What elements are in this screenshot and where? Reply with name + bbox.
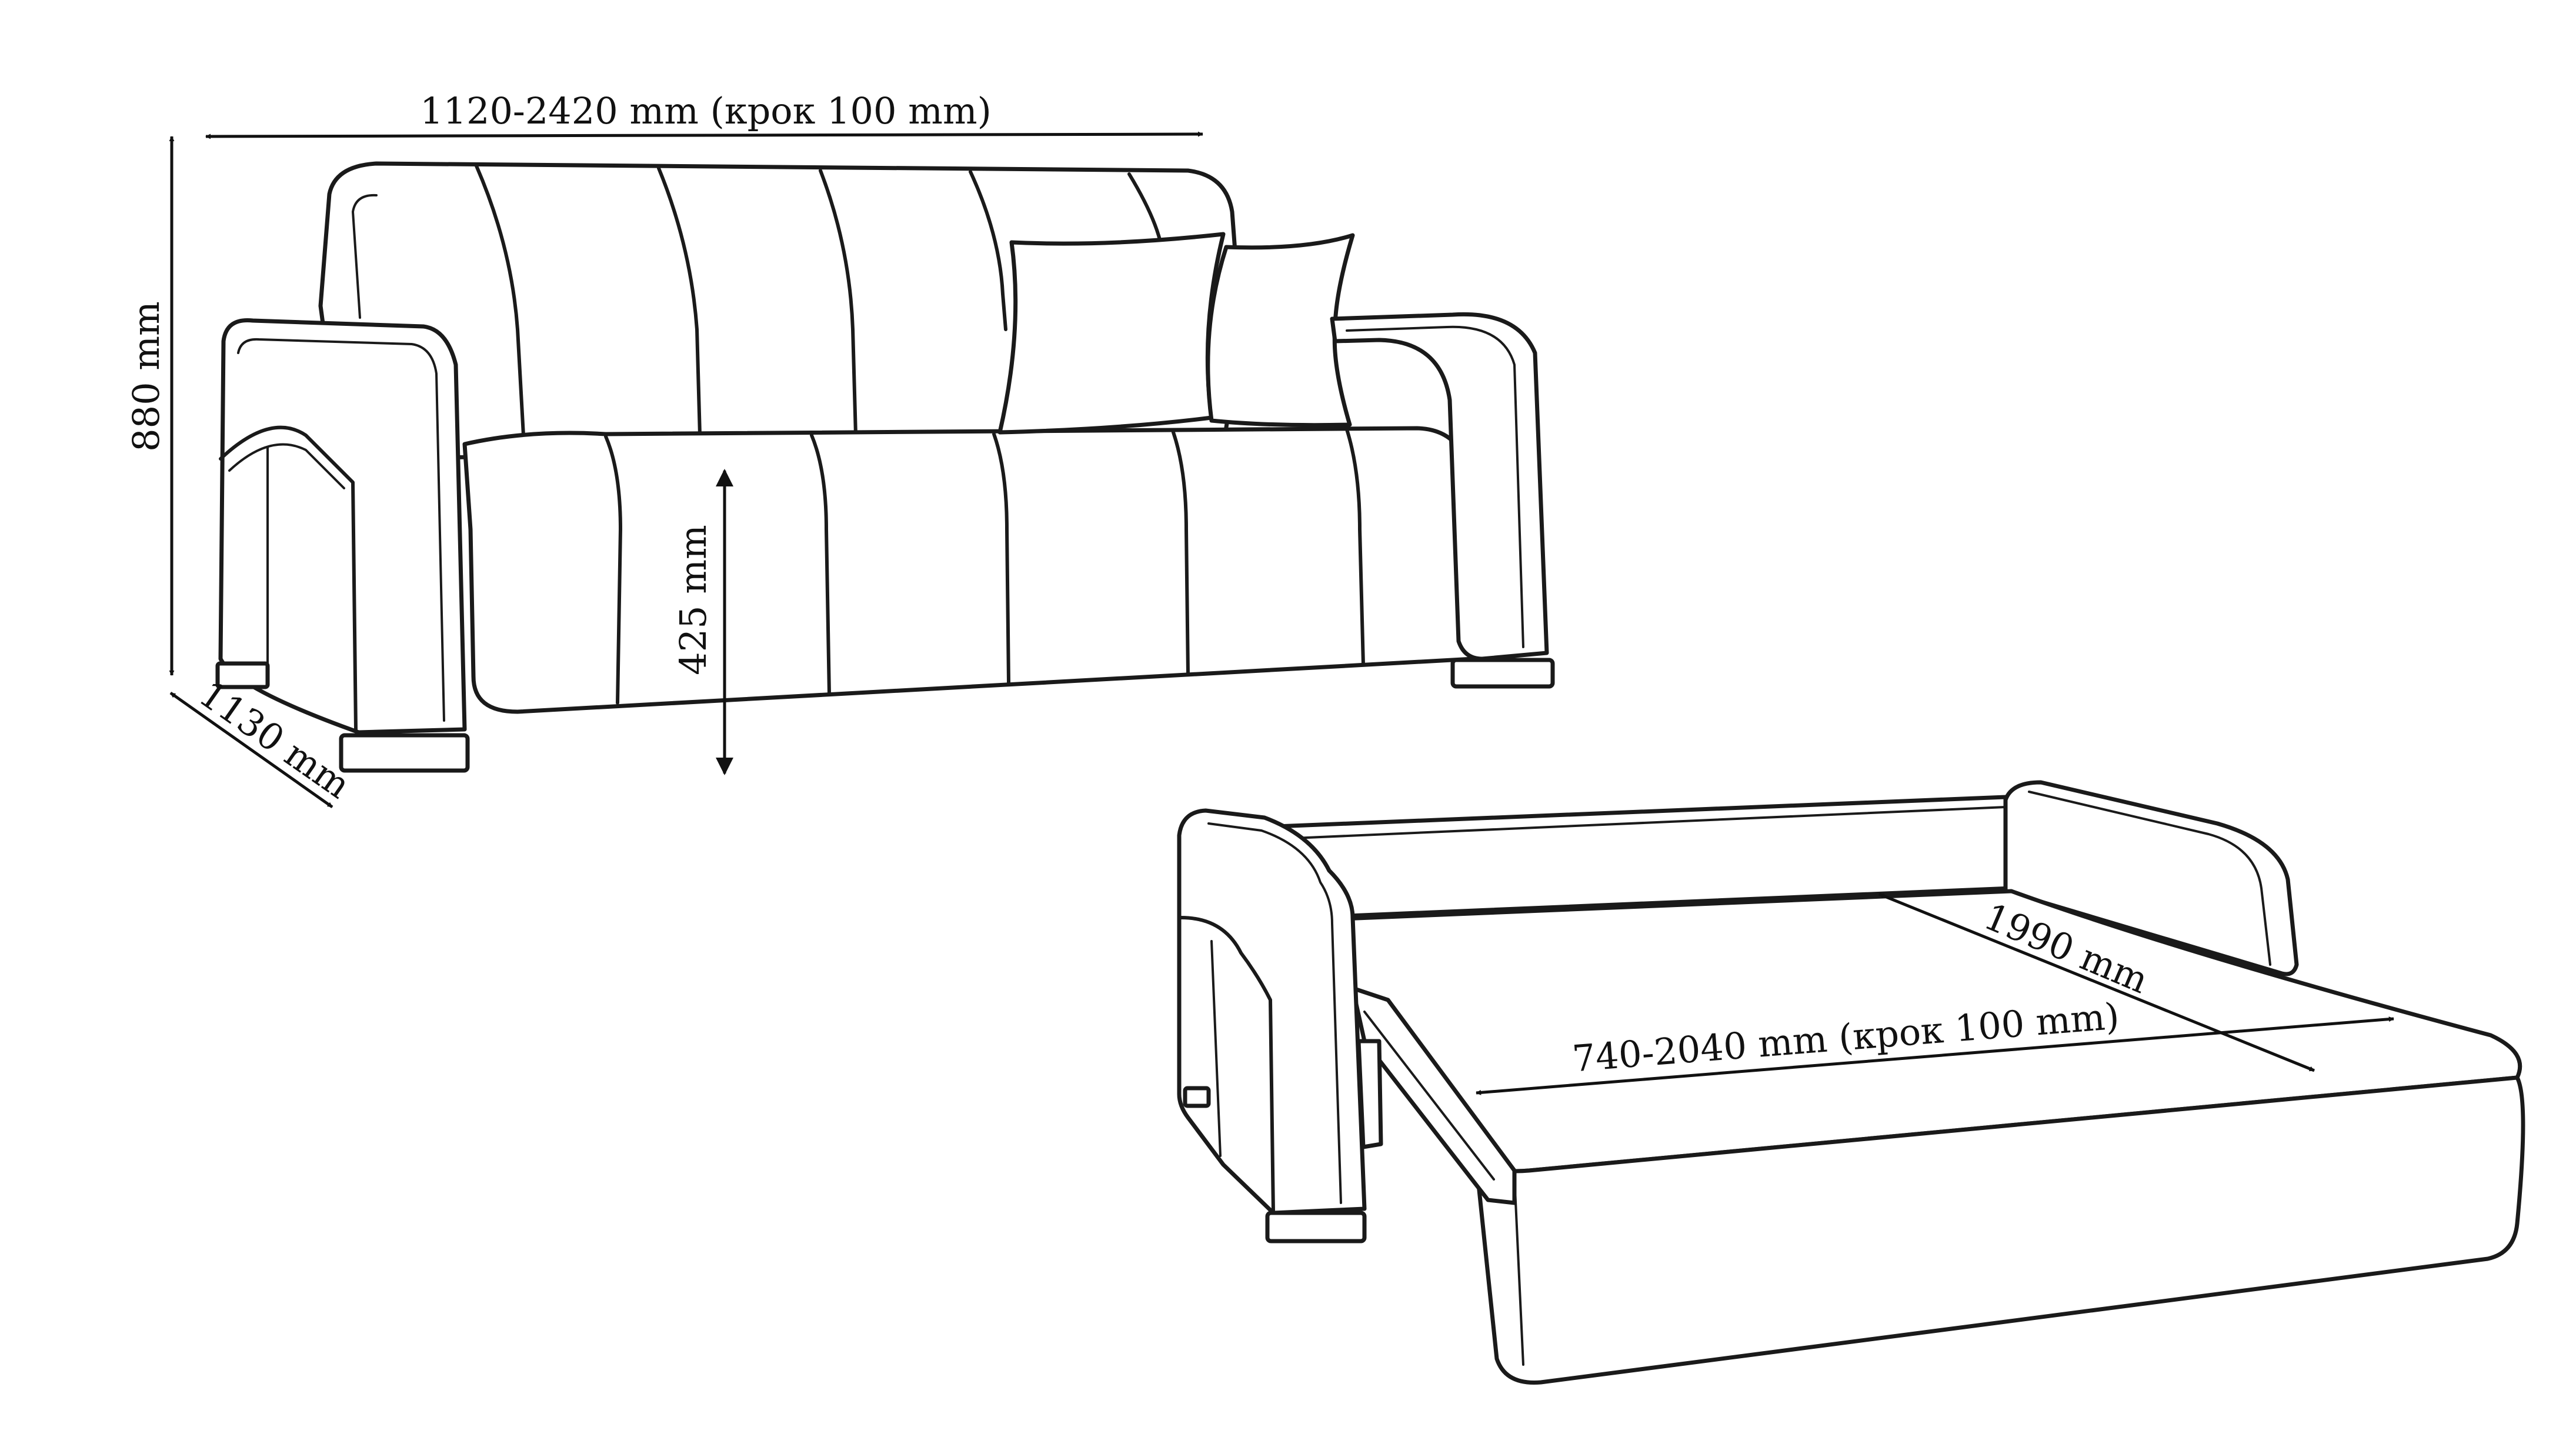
bed-left-front-leg [1265,1211,1367,1243]
left-armrest-inner-panel [237,338,445,722]
bed-right-armrest-piping [2028,791,2271,966]
seat-tufting [604,428,1365,705]
label-sofa-width: 1120-2420 mm (крок 100 mm) [420,89,992,132]
bed-side-frame-inner [1363,1011,1495,1181]
dimension-sofa-width: 1120-2420 mm (крок 100 mm) [205,89,1203,139]
left-front-leg [339,733,470,773]
unfolded-bed: 1990 mm 740-2040 mm (крок 100 mm) [1177,780,2525,1385]
right-front-leg [1450,658,1555,689]
bed-mattress-front-edge [1513,1175,1524,1366]
left-back-leg [215,661,270,689]
left-armrest-wave-inner [228,443,345,489]
dimension-sofa-height: 880 mm [125,136,175,676]
bed-left-back-leg [1183,1086,1211,1108]
bed-back-top-edge [1293,806,2007,839]
right-armrest-piping [1346,325,1524,648]
left-armrest-wave-piping [219,425,358,731]
bed-left-armrest-inner [1210,940,1222,1157]
folded-sofa: 1120-2420 mm (крок 100 mm) 880 mm 1130 m… [125,89,1555,809]
label-seat-height: 425 mm [672,525,715,675]
label-sofa-height: 880 mm [125,301,168,452]
pillow-right [1206,233,1355,428]
bed-left-armrest-piping [1207,822,1342,1204]
pillow-left [997,232,1226,435]
right-armrest [1330,312,1549,661]
bed-mattress-front [1474,1075,2525,1385]
bed-left-armrest-wave [1179,916,1275,1213]
dimension-seat-height: 425 mm [672,469,733,775]
back-left-piping [352,194,378,319]
